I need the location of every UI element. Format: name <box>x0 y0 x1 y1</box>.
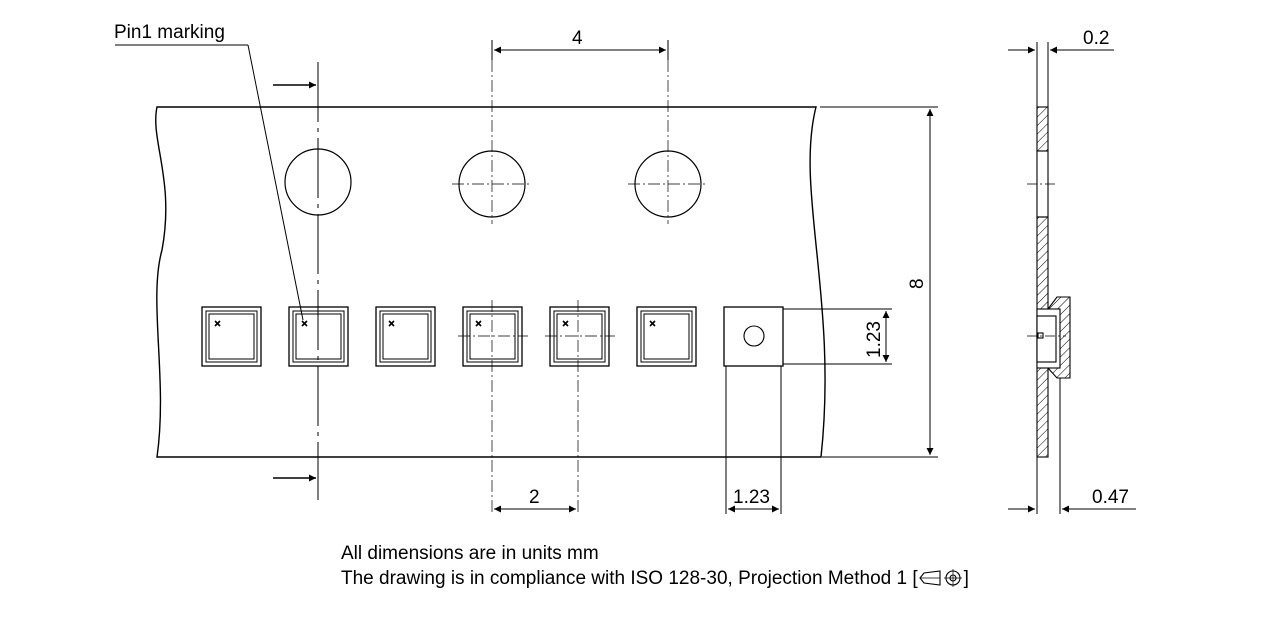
pocket-component <box>288 306 349 367</box>
dim-sprocket-pitch <box>491 40 669 60</box>
dim-total-thickness-label: 0.47 <box>1092 487 1129 508</box>
pocket-component <box>636 306 697 367</box>
units-note: All dimensions are in units mm <box>341 543 599 564</box>
pocket-component <box>201 306 262 367</box>
dim-pocket-width-label: 1.23 <box>733 487 770 508</box>
dim-tape-thickness-label: 0.2 <box>1083 28 1109 49</box>
dim-pocket-height <box>783 308 892 365</box>
dim-pocket-width <box>725 366 782 514</box>
carrier-tape <box>155 106 826 458</box>
pin1-marks <box>214 320 656 327</box>
dim-total-thickness <box>1008 378 1136 514</box>
dim-pocket-height-label: 1.23 <box>864 321 885 358</box>
section-view <box>1027 106 1071 458</box>
empty-pocket <box>723 306 784 367</box>
pocket-component <box>462 306 523 367</box>
dim-component-pitch-label: 2 <box>529 487 540 508</box>
pocket-component <box>549 306 610 367</box>
projection-note-text: The drawing is in compliance with ISO 12… <box>341 568 918 589</box>
pockets <box>201 306 784 367</box>
dim-tape-width-label: 8 <box>907 278 928 289</box>
pin1-marking-label: Pin1 marking <box>114 22 225 43</box>
pin1-leader <box>115 44 304 321</box>
dim-tape-width <box>820 106 938 458</box>
dim-sprocket-pitch-label: 4 <box>572 28 583 49</box>
projection-symbol-icon <box>918 569 962 587</box>
projection-note: The drawing is in compliance with ISO 12… <box>341 568 969 590</box>
dim-tape-thickness <box>1008 42 1114 107</box>
centerlines <box>452 60 708 512</box>
projection-note-suffix: ] <box>963 568 969 589</box>
section-line <box>273 62 319 500</box>
pocket-component <box>375 306 436 367</box>
